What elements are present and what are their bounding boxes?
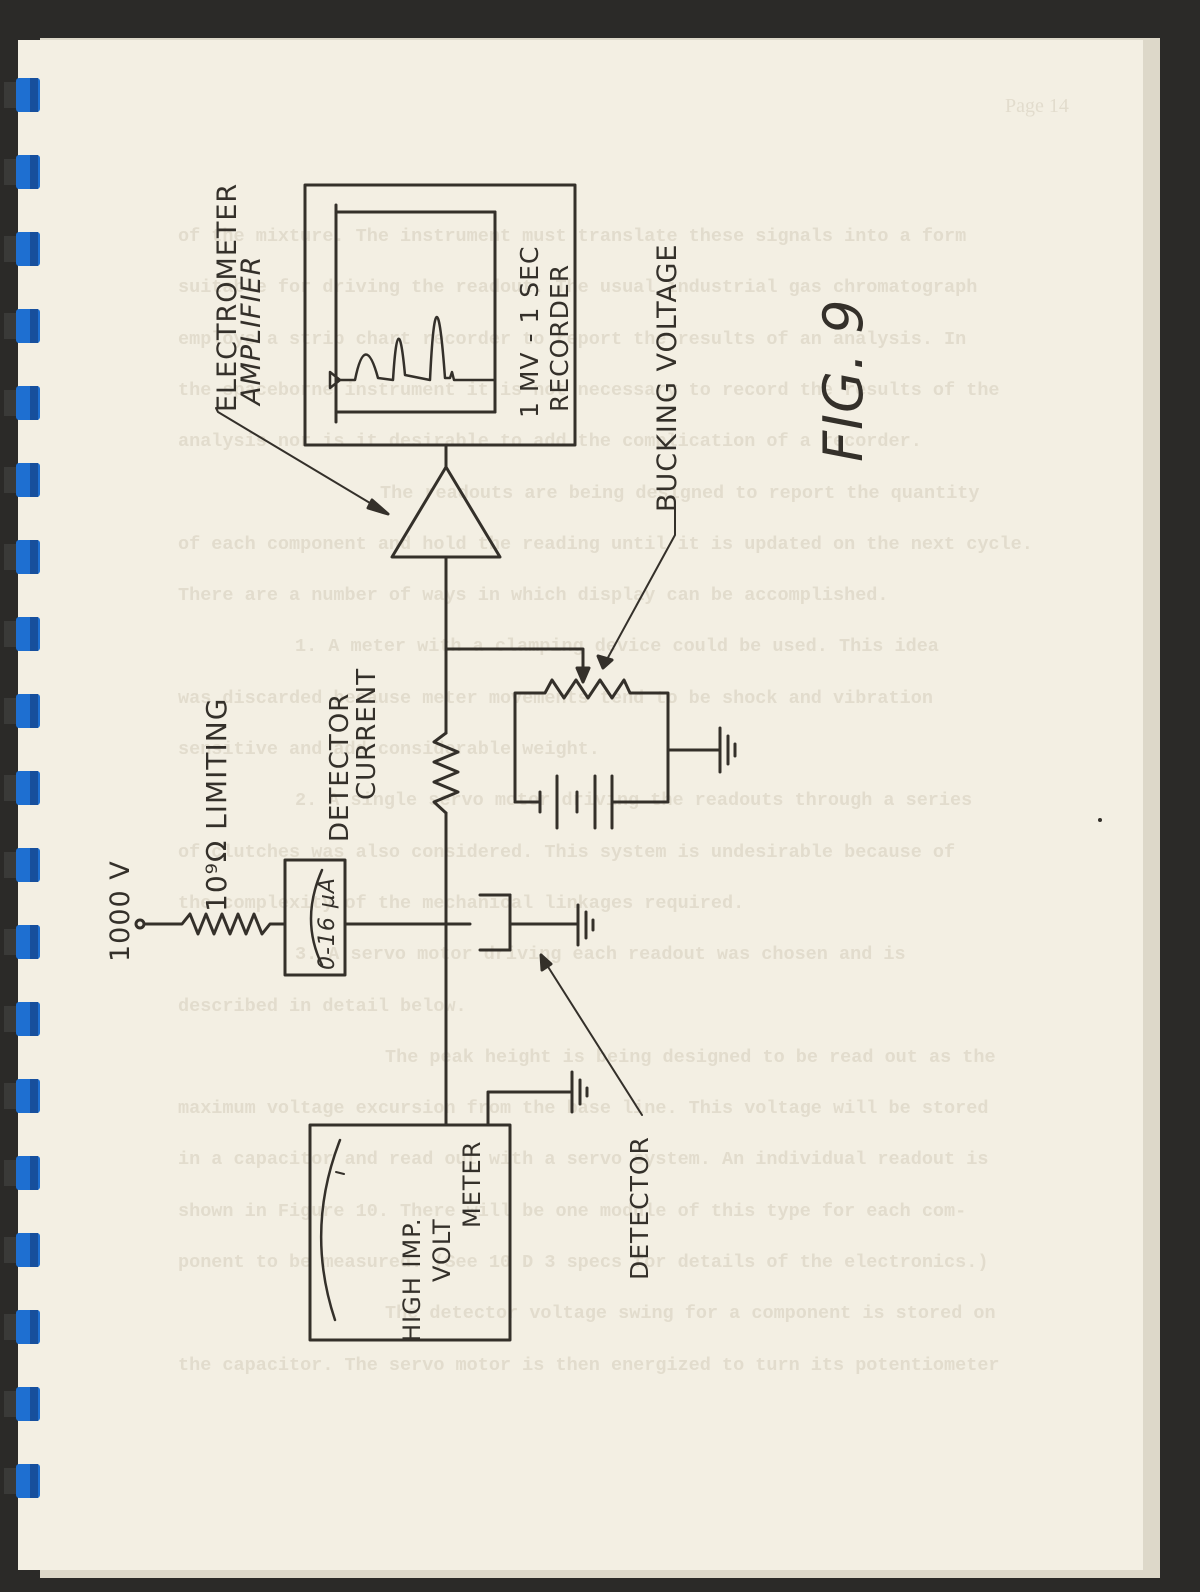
binding-ring xyxy=(4,694,40,728)
meter-scale-arc xyxy=(309,868,324,967)
bleed-through-line: The readouts are being designed to repor… xyxy=(380,482,980,504)
label-limiting-resistor: 10⁹Ω LIMITING xyxy=(200,697,233,912)
label-current: CURRENT xyxy=(352,667,382,800)
bleed-through-line: sensitive and add considerable weight. xyxy=(178,739,600,760)
bleed-through-line: was discarded because meter movements te… xyxy=(178,687,933,709)
binding-ring xyxy=(4,925,40,959)
binding-ring xyxy=(4,309,40,343)
label-supply-voltage: 1000 V xyxy=(105,860,136,962)
binding-ring xyxy=(4,386,40,420)
binding-ring xyxy=(4,540,40,574)
bleed-through-line: The peak height is being designed to be … xyxy=(385,1046,996,1068)
binding-ring xyxy=(4,1310,40,1344)
chromatogram-trace xyxy=(336,315,497,382)
bleed-through-line: ponent to be measured. (See 10 D 3 specs… xyxy=(178,1252,989,1273)
pen-marker-icon xyxy=(328,370,342,390)
label-volt: VOLT xyxy=(428,1218,456,1282)
bleed-through-line: shown in Figure 10. There will be one mo… xyxy=(178,1200,967,1222)
bleed-through-line: 1. A meter with a clamping device could … xyxy=(295,636,939,658)
binding-ring xyxy=(4,617,40,651)
resistor-icon xyxy=(432,731,460,815)
bleed-through-line: maximum voltage excursion from the base … xyxy=(178,1098,989,1120)
volt-meter xyxy=(308,1070,589,1342)
detector-icon xyxy=(478,893,580,952)
bleed-through-line: the complexity of the mechanical linkage… xyxy=(178,892,745,914)
binding-ring xyxy=(4,1002,40,1036)
binding-ring xyxy=(4,232,40,266)
amplifier-leader xyxy=(215,407,386,513)
document-page xyxy=(18,40,1143,1570)
binding-ring xyxy=(4,771,40,805)
bleed-through-line: in a capacitor and read out with a servo… xyxy=(178,1149,989,1171)
label-amplifier: AMPLIFIER xyxy=(236,255,267,405)
ground-icon xyxy=(570,1070,589,1114)
bleed-through-line: of the mixture. The instrument must tran… xyxy=(178,226,967,247)
potentiometer-icon xyxy=(513,678,670,802)
input-circuit xyxy=(134,858,643,1116)
bleed-through-line: of each component and hold the reading u… xyxy=(178,533,1033,555)
binding-ring xyxy=(4,1387,40,1421)
binding-ring xyxy=(4,1156,40,1190)
binding-ring xyxy=(4,1079,40,1113)
ink-dot xyxy=(1098,818,1102,822)
binding-ring xyxy=(4,1233,40,1267)
label-recorder-spec: 1 MV - 1 SEC xyxy=(515,245,544,418)
arrowhead-icon xyxy=(366,498,390,516)
amplifier-triangle xyxy=(390,465,502,559)
bleed-through-line: The detector voltage swing for a compone… xyxy=(385,1303,996,1325)
label-meter: METER xyxy=(458,1140,486,1228)
bleed-through-line: analysis nor is it desirable to add the … xyxy=(178,431,922,453)
detector-leader xyxy=(544,961,643,1116)
label-detector: DETECTOR xyxy=(625,1136,654,1280)
binding-ring xyxy=(4,78,40,112)
label-meter-range: 0-16 µA xyxy=(315,877,340,970)
ground-icon xyxy=(718,726,737,774)
bucking-leader xyxy=(604,507,676,664)
bleed-through-line: described in detail below. xyxy=(178,995,467,1017)
battery-icon xyxy=(538,774,614,830)
figure-title: FIG. 9 xyxy=(812,298,875,462)
label-high-imp: HIGH IMP. xyxy=(398,1217,426,1342)
label-detector-current: DETECTOR xyxy=(325,692,355,842)
recorder xyxy=(303,183,577,447)
label-bucking-voltage: BUCKING VOLTAGE xyxy=(652,243,683,512)
bleed-through-line: suitable for driving the readout. The us… xyxy=(178,277,978,299)
label-recorder: RECORDER xyxy=(545,263,574,412)
bucking-circuit xyxy=(444,507,737,830)
binding-ring xyxy=(4,848,40,882)
binding-ring xyxy=(4,1464,40,1498)
bleed-through-line: 3. A servo motor driving each readout wa… xyxy=(295,944,906,966)
bleed-through-line: employs a strip chart recorder to report… xyxy=(178,328,967,350)
binding-ring xyxy=(4,155,40,189)
bleed-through-line: There are a number of ways in which disp… xyxy=(178,585,889,607)
bleed-through-line: of clutches was also considered. This sy… xyxy=(178,841,956,863)
binding-ring xyxy=(4,463,40,497)
bleed-through-line: the spaceborne instrument it is not nece… xyxy=(178,379,1000,401)
bleed-through-line: the capacitor. The servo motor is then e… xyxy=(178,1354,1000,1376)
ground-icon xyxy=(576,903,595,947)
page-number: Page 14 xyxy=(1005,95,1069,117)
